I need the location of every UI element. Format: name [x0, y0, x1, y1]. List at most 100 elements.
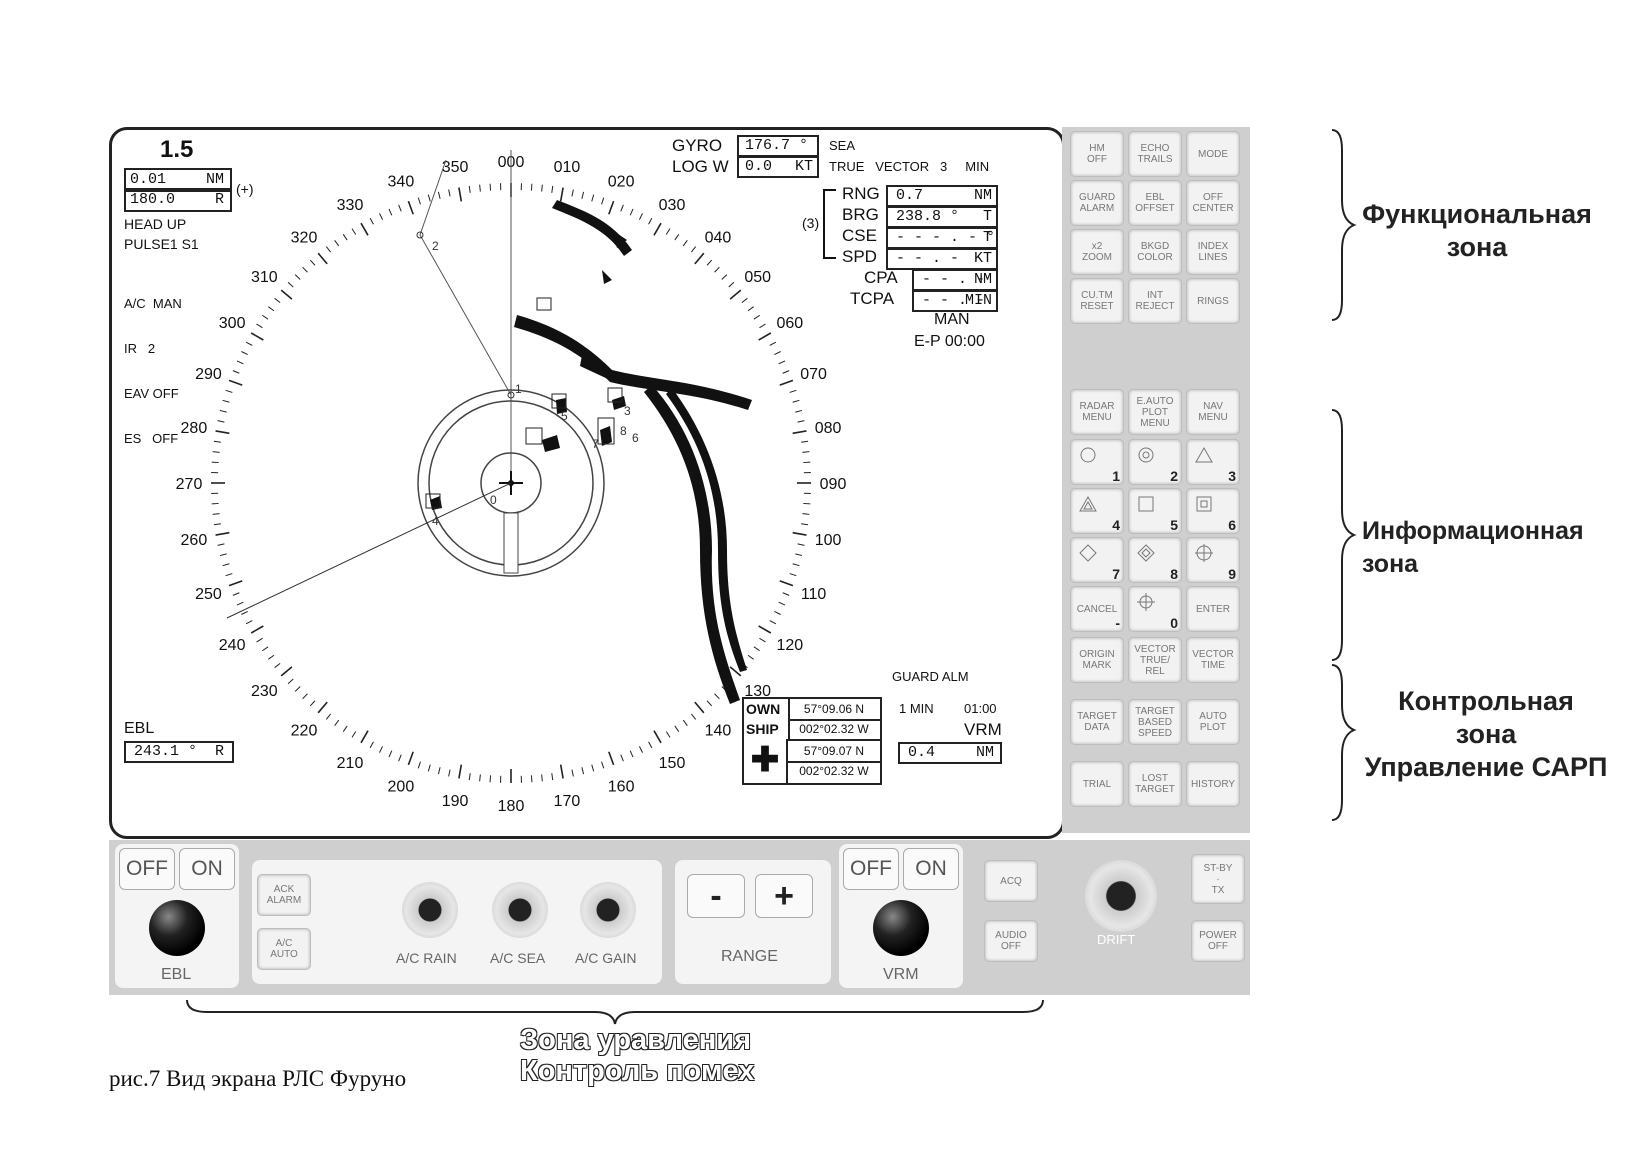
bearing-tick [369, 217, 374, 225]
index-lines-button[interactable]: INDEX LINES [1186, 229, 1240, 275]
bearing-tick [674, 234, 680, 241]
bearing-tick [797, 543, 805, 546]
keypad-5-button[interactable]: 5 [1128, 488, 1182, 534]
bearing-tick [268, 306, 275, 312]
bearing-tick [682, 719, 688, 726]
keypad-1-button[interactable]: 1 [1070, 439, 1124, 485]
bearing-tick [792, 399, 800, 403]
target-field-label: BRG [842, 205, 879, 224]
keypad-4-button[interactable]: 4 [1070, 488, 1124, 534]
bearing-label: 020 [608, 173, 635, 190]
vector-true-rel-button[interactable]: VECTOR TRUE/ REL [1128, 637, 1182, 683]
acquired-target [525, 427, 543, 445]
echo-trails-button[interactable]: ECHO TRAILS [1128, 131, 1182, 177]
mode-button[interactable]: MODE [1186, 131, 1240, 177]
bearing-tick [250, 332, 264, 341]
bearing-tick [219, 409, 227, 413]
keypad-0-button[interactable]: 0 [1128, 586, 1182, 632]
ac-gain-knob[interactable] [580, 882, 636, 938]
cancel-button[interactable]: CANCEL- [1070, 586, 1124, 632]
int-reject-button[interactable]: INT REJECT [1128, 278, 1182, 324]
bearing-tick [638, 746, 643, 753]
bearing-tick [769, 620, 777, 625]
off-center-button[interactable]: OFF CENTER [1186, 180, 1240, 226]
vrm-on-button[interactable]: ON [903, 848, 959, 890]
enter-button[interactable]: ENTER [1186, 586, 1240, 632]
bearing-tick [217, 543, 225, 546]
bearing-tick [222, 399, 230, 403]
ebl-offset-button[interactable]: EBL OFFSET [1128, 180, 1182, 226]
bearing-tick [334, 240, 340, 247]
bearing-tick [753, 314, 760, 320]
guard-alarm-button[interactable]: GUARD ALARM [1070, 180, 1124, 226]
e-auto-plot-menu-button[interactable]: E.AUTO PLOT MENU [1128, 389, 1182, 435]
bearing-tick [417, 761, 421, 769]
nav-menu-button[interactable]: NAV MENU [1186, 389, 1240, 435]
keypad-9-button[interactable]: 9 [1186, 537, 1240, 583]
bearing-tick [317, 701, 328, 714]
rings-button[interactable]: RINGS [1186, 278, 1240, 324]
bearing-tick [571, 769, 574, 777]
keypad-6-button[interactable]: 6 [1186, 488, 1240, 534]
audio-off-button[interactable]: AUDIO OFF [984, 920, 1038, 962]
radar-menu-button[interactable]: RADAR MENU [1070, 389, 1124, 435]
bearing-tick [792, 430, 807, 435]
bearing-tick [360, 730, 369, 744]
vector-time-button[interactable]: VECTOR TIME [1186, 637, 1240, 683]
bearing-tick [215, 430, 230, 435]
ebl-knob[interactable] [149, 900, 205, 956]
offset-sign: (+) [236, 181, 254, 197]
bearing-tick [236, 601, 244, 606]
bearing-label: 030 [659, 197, 686, 214]
ebl-off-button[interactable]: OFF [119, 848, 175, 890]
ac-sea-knob[interactable] [492, 882, 548, 938]
ac-rain-knob[interactable] [402, 882, 458, 938]
bearing-tick [541, 184, 543, 192]
ack-alarm-button[interactable]: ACK ALARM [257, 874, 311, 916]
history-button[interactable]: HISTORY [1186, 761, 1240, 807]
vrm-knob[interactable] [873, 900, 929, 956]
bearing-tick [280, 289, 293, 300]
bearing-tick [379, 746, 384, 753]
standby-tx-button[interactable]: ST-BY · TX [1191, 854, 1245, 904]
hm-off-button[interactable]: HM OFF [1070, 131, 1124, 177]
bearing-tick [629, 208, 634, 216]
auto-plot-button[interactable]: AUTO PLOT [1186, 699, 1240, 745]
keypad-8-button[interactable]: 8 [1128, 537, 1182, 583]
cu-tm-reset-button[interactable]: CU.TM RESET [1070, 278, 1124, 324]
vrm-control-group: OFF ON VRM [839, 844, 963, 988]
bearing-tick [294, 686, 301, 692]
target-data-button[interactable]: TARGET DATA [1070, 699, 1124, 745]
lost-target-button[interactable]: LOST TARGET [1128, 761, 1182, 807]
vrm-off-button[interactable]: OFF [843, 848, 899, 890]
acq-button[interactable]: ACQ [984, 860, 1038, 902]
keypad-2-button[interactable]: 2 [1128, 439, 1182, 485]
ebl-on-button[interactable]: ON [179, 848, 235, 890]
bearing-label: 150 [659, 755, 686, 772]
bearing-tick [728, 281, 735, 288]
trial-button[interactable]: TRIAL [1070, 761, 1124, 807]
bearing-tick [437, 191, 441, 199]
plot-symbol-icon [1137, 446, 1155, 467]
bearing-tick [674, 725, 680, 732]
bkgd-color-button[interactable]: BKGD COLOR [1128, 229, 1182, 275]
range-down-button[interactable]: - [687, 874, 745, 918]
bearing-tick [228, 379, 243, 386]
power-off-button[interactable]: POWER OFF [1191, 920, 1245, 962]
range-up-button[interactable]: + [755, 874, 813, 918]
x2-zoom-button[interactable]: x2 ZOOM [1070, 229, 1124, 275]
bearing-tick [774, 610, 781, 615]
bearing-tick [648, 217, 653, 225]
bearing-tick [747, 654, 754, 660]
bearing-tick [280, 666, 293, 677]
drift-knob[interactable] [1085, 860, 1157, 932]
bearing-tick [236, 360, 244, 365]
target-based-speed-button[interactable]: TARGET BASED SPEED [1128, 699, 1182, 745]
keypad-7-button[interactable]: 7 [1070, 537, 1124, 583]
bearing-tick [479, 184, 481, 192]
origin-mark-button[interactable]: ORIGIN MARK [1070, 637, 1124, 683]
keypad-3-button[interactable]: 3 [1186, 439, 1240, 485]
log-label: LOG W [672, 157, 729, 176]
ac-auto-button[interactable]: A/C AUTO [257, 928, 311, 970]
